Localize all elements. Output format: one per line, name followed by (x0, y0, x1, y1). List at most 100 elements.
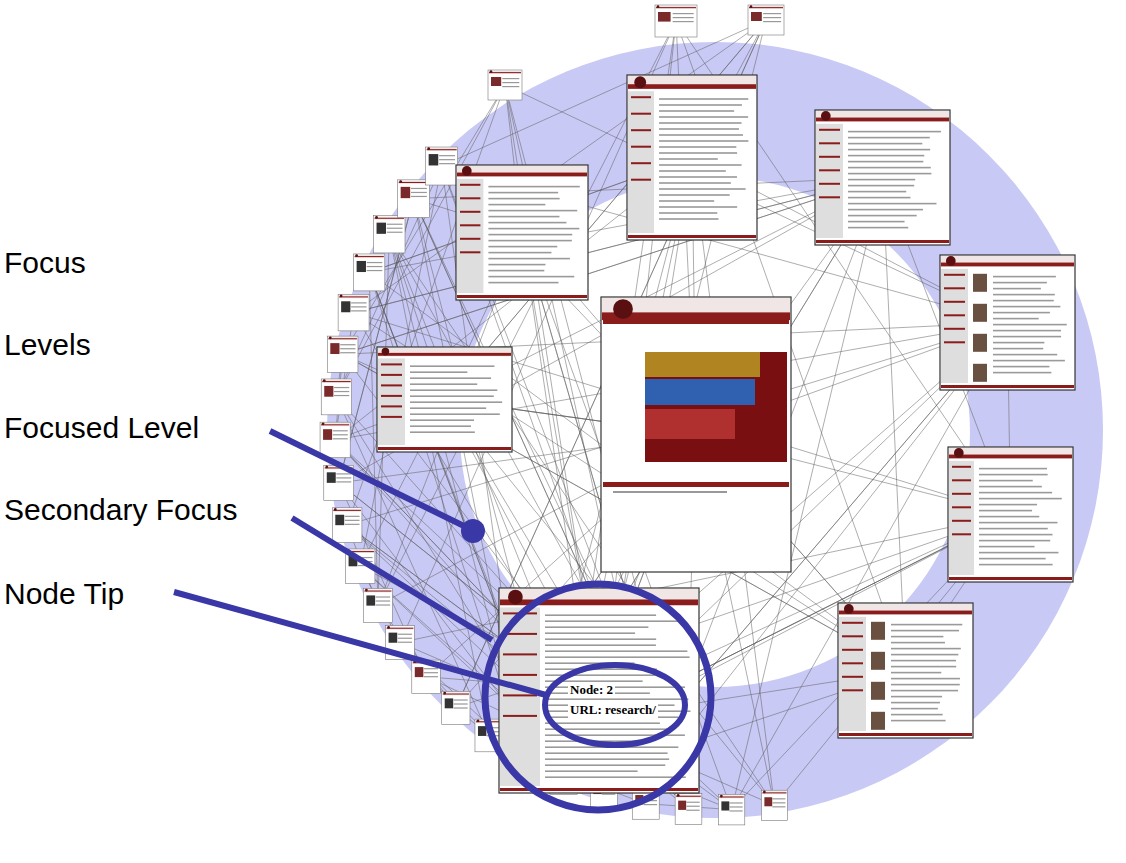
thumb-bar (339, 296, 368, 297)
thumb-text (488, 252, 551, 254)
focus-circle (485, 584, 711, 810)
thumb-text (848, 161, 923, 163)
thumb-menu (944, 314, 965, 316)
thumb-frame (718, 794, 744, 825)
thumb-frame (426, 147, 458, 185)
thumb-text (979, 552, 1058, 554)
thumb-text (376, 600, 391, 601)
thumb-header (339, 295, 368, 298)
thumb-text (891, 696, 942, 698)
thumb-footer (949, 577, 1072, 580)
thumb-text (772, 806, 785, 807)
thumb-bar (321, 424, 349, 425)
thumb-logo (720, 795, 723, 798)
thumb-menu (952, 533, 971, 535)
thumb-menu (460, 197, 480, 199)
thumb-text (387, 228, 403, 229)
thumb-header (457, 166, 587, 177)
page-thumbnail (488, 70, 522, 100)
thumb-sidebar (628, 91, 654, 233)
thumb-text (659, 134, 743, 136)
thumb-text (659, 170, 726, 172)
thumb-menu (952, 493, 971, 495)
thumb-frame (327, 336, 358, 372)
thumb-text (659, 218, 719, 220)
thumb-frame (374, 216, 405, 253)
thumb-text (772, 798, 785, 799)
thumb-text (502, 86, 519, 87)
thumb-image (366, 595, 375, 605)
thumb-text (545, 656, 690, 658)
thumb-text (993, 318, 1039, 320)
thumb-menu (503, 674, 537, 676)
thumb-image (645, 379, 755, 405)
thumb-text (345, 520, 360, 521)
thumb-text (659, 206, 737, 208)
thumb-header (387, 627, 414, 630)
thumb-text (333, 434, 348, 435)
link-line (354, 178, 883, 313)
thumb-text (891, 720, 946, 722)
thumb-bar (378, 353, 511, 356)
thumb-text (367, 270, 383, 271)
thumb-text (545, 770, 638, 772)
thumb-image (658, 12, 671, 22)
thumb-text (979, 558, 1046, 560)
thumb-text (334, 395, 349, 396)
page-thumbnail (675, 794, 702, 825)
thumb-photo (973, 274, 987, 292)
thumb-header (321, 423, 349, 426)
thumb-text (979, 528, 1048, 530)
page-thumbnail (948, 447, 1073, 582)
thumb-text (613, 491, 727, 493)
thumb-logo (382, 348, 390, 356)
thumb-text (545, 752, 668, 754)
thumb-logo (477, 719, 480, 722)
thumb-image (491, 77, 501, 86)
thumb-text (891, 648, 961, 650)
page-thumbnail (332, 508, 362, 543)
thumb-text (488, 234, 572, 236)
page-thumbnail (456, 165, 588, 300)
thumb-menu (819, 129, 840, 131)
thumb-logo (340, 295, 343, 298)
thumb-text (848, 191, 906, 193)
thumb-text (659, 188, 746, 190)
thumb-logo (443, 692, 446, 695)
thumb-text (993, 342, 1044, 344)
thumb-bar (333, 510, 361, 511)
page-thumbnail (327, 336, 358, 372)
thumb-logo (634, 76, 646, 88)
thumb-photo (973, 334, 987, 352)
thumb-menu (631, 179, 651, 181)
thumb-menu (819, 183, 840, 185)
thumb-text (545, 632, 635, 634)
thumb-image (445, 698, 453, 708)
thumb-frame (655, 5, 697, 37)
thumb-text (848, 167, 931, 169)
thumb-text (891, 666, 956, 668)
thumb-text (891, 678, 960, 680)
thumb-bar (949, 455, 1072, 459)
thumb-text (410, 413, 500, 415)
thumb-text (659, 122, 742, 124)
thumb-text (545, 620, 684, 622)
thumb-menu (631, 113, 651, 115)
page-thumbnail (374, 216, 405, 253)
thumb-text (686, 810, 699, 811)
thumb-text (545, 722, 660, 724)
callout-label: Levels (2, 328, 93, 363)
thumb-text (398, 634, 412, 635)
thumb-text (659, 194, 730, 196)
thumb-text (488, 270, 544, 272)
thumb-bar (387, 628, 414, 629)
thumb-text (545, 644, 656, 646)
thumb-image (323, 429, 332, 440)
thumb-text (891, 660, 956, 662)
thumb-text (340, 344, 355, 345)
thumb-image (645, 409, 735, 439)
thumb-text (488, 204, 545, 206)
thumb-text (659, 104, 742, 106)
thumb-text (729, 810, 742, 811)
thumb-photo (871, 622, 885, 640)
